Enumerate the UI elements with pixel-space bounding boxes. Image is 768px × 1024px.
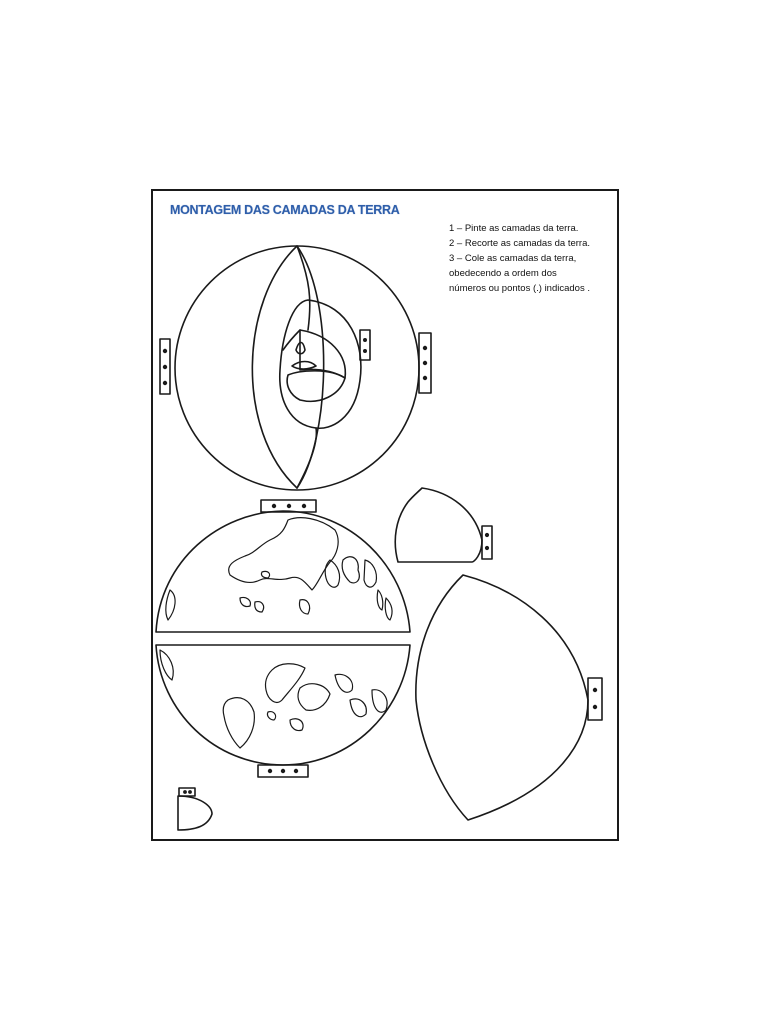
- instruction-5: números ou pontos (.) indicados .: [449, 283, 590, 294]
- instruction-3: 3 – Cole as camadas da terra,: [449, 253, 577, 264]
- mantle-edge-lower: [297, 428, 316, 488]
- instruction-1: 1 – Pinte as camadas da terra.: [449, 223, 579, 234]
- tab-inner-core: [179, 788, 195, 796]
- inner-core-band: [287, 371, 345, 401]
- mantle-edge: [297, 246, 310, 330]
- instruction-4: obedecendo a ordem dos: [449, 268, 557, 279]
- instruction-2: 2 – Recorte as camadas da terra.: [449, 238, 590, 249]
- southern-hemisphere: [156, 645, 410, 777]
- tab-mantle: [588, 678, 602, 720]
- tab-top: [261, 500, 316, 512]
- northern-hemisphere: [156, 500, 410, 632]
- hemisphere-outline: [156, 511, 410, 632]
- tab-left: [160, 339, 170, 394]
- tab-bottom: [258, 765, 308, 777]
- core-wedge-piece: [395, 488, 492, 562]
- continents-north: [166, 518, 392, 620]
- tab-core: [482, 526, 492, 559]
- mantle-shape: [280, 300, 361, 428]
- continents-south: [160, 650, 387, 748]
- center-mark: [296, 343, 305, 354]
- outer-core-edge: [283, 330, 300, 350]
- worksheet-title: MONTAGEM DAS CAMADAS DA TERRA: [170, 203, 400, 217]
- inner-core-piece: [178, 788, 212, 830]
- inner-core-shape: [292, 362, 316, 370]
- tab-right-small: [360, 330, 370, 360]
- instructions-list: 1 – Pinte as camadas da terra. 2 – Recor…: [449, 221, 614, 296]
- mantle-half-piece: [416, 575, 602, 820]
- earth-cross-section: [160, 246, 431, 490]
- tab-right: [419, 333, 431, 393]
- hemisphere-outline-lower: [156, 645, 410, 765]
